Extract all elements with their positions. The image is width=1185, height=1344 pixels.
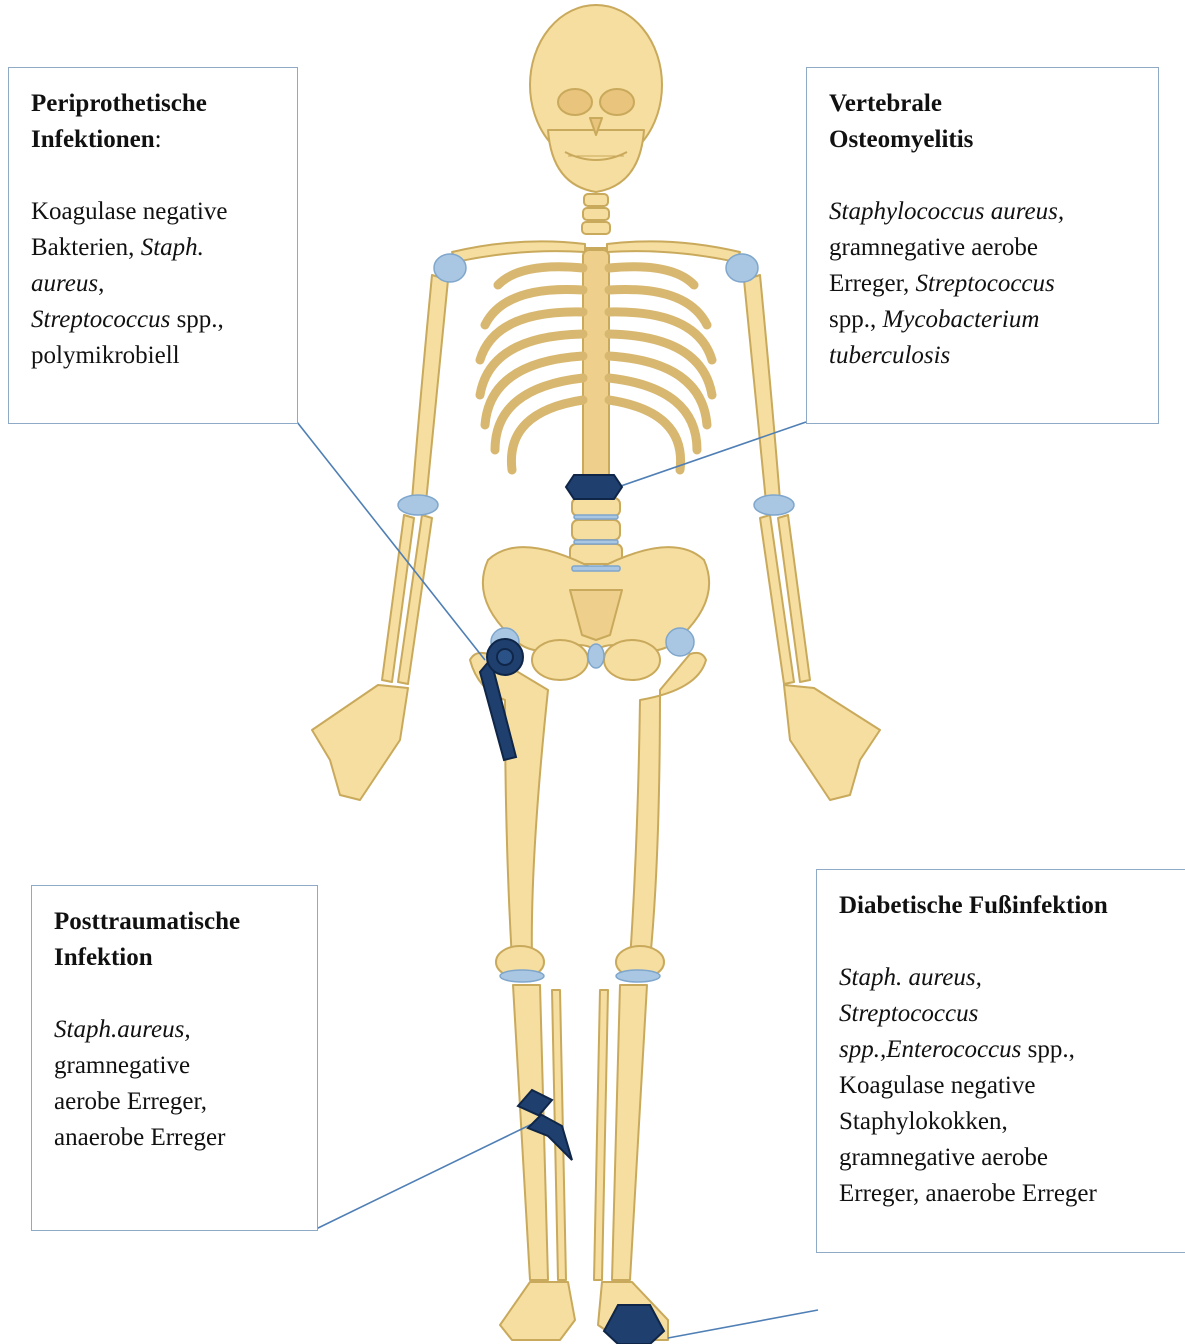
vertebra-marker-icon xyxy=(566,475,622,499)
vertebral-pathogens: Staphylococcus aureus, gramnegative aero… xyxy=(829,194,1136,374)
left-femur xyxy=(470,653,548,960)
pp-line3b: , xyxy=(98,270,104,297)
right-fibula xyxy=(594,990,608,1280)
skull xyxy=(530,5,662,192)
vertebral-title-line1: Vertebrale xyxy=(829,90,942,117)
vo-line3a: Erreger, xyxy=(829,270,915,297)
right-clavicle xyxy=(607,241,740,262)
pp-line4a: Streptococcus xyxy=(31,306,170,333)
posttraumatic-pathogens: Staph.aureus, gramnegative aerobe Errege… xyxy=(54,1012,295,1156)
periprosthetic-title-line2: Infektionen xyxy=(31,126,155,153)
left-hand xyxy=(312,685,408,800)
df-line1: Staph. aureus, xyxy=(839,964,982,991)
pt-line2: gramnegative xyxy=(54,1052,190,1079)
vo-line5: tuberculosis xyxy=(829,342,950,369)
diabetic-foot-pathogens: Staph. aureus, Streptococcus spp.,Entero… xyxy=(839,960,1163,1212)
pt-line1: Staph.aureus, xyxy=(54,1016,191,1043)
right-hand xyxy=(784,685,880,800)
df-line6: gramnegative aerobe xyxy=(839,1144,1048,1171)
pp-line2a: Bakterien, xyxy=(31,234,141,261)
pp-line2b: Staph. xyxy=(141,234,204,261)
pp-line1: Koagulase negative xyxy=(31,198,227,225)
lumbar-vertebra-2 xyxy=(572,520,620,540)
diabetic-foot-title: Diabetische Fußinfektion xyxy=(839,888,1163,924)
pp-line4b: spp., xyxy=(170,306,223,333)
thoracic-spine xyxy=(583,250,609,480)
lumbar-vertebra-1 xyxy=(572,498,620,516)
cervical-spine xyxy=(582,194,610,234)
pt-line4: anaerobe Erreger xyxy=(54,1124,225,1151)
diabetic-foot-infection-box: Diabetische Fußinfektion Staph. aureus, … xyxy=(816,869,1185,1253)
right-tibia xyxy=(612,985,647,1280)
right-humerus xyxy=(744,275,780,502)
pp-line3a: aureus xyxy=(31,270,98,297)
pt-line3: aerobe Erreger, xyxy=(54,1088,207,1115)
periprosthetic-title-suffix: : xyxy=(155,126,162,153)
df-line5: Staphylokokken, xyxy=(839,1108,1008,1135)
posttraumatic-title-line2: Infektion xyxy=(54,944,153,971)
left-foot xyxy=(500,1282,575,1340)
periprosthetic-title-line1: Periprothetische xyxy=(31,90,207,117)
df-line7: Erreger, anaerobe Erreger xyxy=(839,1180,1097,1207)
df-line3b: spp., xyxy=(1021,1036,1074,1063)
vo-line2: gramnegative aerobe xyxy=(829,234,1038,261)
vo-line4b: Mycobacterium xyxy=(882,306,1039,333)
vo-line4a: spp., xyxy=(829,306,882,333)
df-line2: Streptococcus xyxy=(839,1000,978,1027)
periprosthetic-pathogens: Koagulase negative Bakterien, Staph. aur… xyxy=(31,194,275,374)
df-line4: Koagulase negative xyxy=(839,1072,1035,1099)
vertebral-title-line2: Osteomyelitis xyxy=(829,126,973,153)
df-line3a: spp.,Enterococcus xyxy=(839,1036,1021,1063)
vo-line1: Staphylococcus aureus, xyxy=(829,198,1064,225)
posttraumatic-title-line1: Posttraumatische xyxy=(54,908,240,935)
pp-line5: polymikrobiell xyxy=(31,342,180,369)
right-femur xyxy=(630,653,706,960)
left-clavicle xyxy=(452,241,585,262)
left-humerus xyxy=(412,275,448,502)
vo-line3b: Streptococcus xyxy=(915,270,1054,297)
